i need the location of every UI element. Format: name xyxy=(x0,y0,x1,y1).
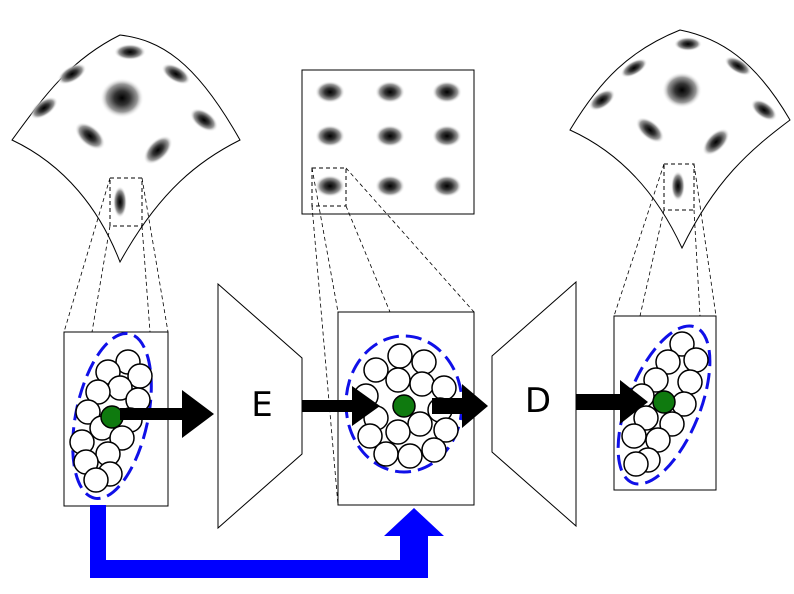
right-dome-manifold xyxy=(569,29,791,250)
encoder-label: E xyxy=(251,385,272,425)
left-zoom-lines xyxy=(63,177,169,333)
left-dome-manifold xyxy=(11,34,241,264)
arrow-input-to-encoder xyxy=(120,390,214,438)
decoder-label: D xyxy=(525,381,551,421)
arrow-decoder-to-output xyxy=(576,380,648,424)
center-zoom-lines xyxy=(311,167,475,506)
encoder-block: E xyxy=(217,282,303,530)
latent-center-point xyxy=(392,394,416,418)
flow-arrows xyxy=(120,380,648,438)
latent-grid-panel xyxy=(301,69,475,215)
arrow-latent-to-decoder xyxy=(432,384,488,428)
right-zoom-lines xyxy=(613,163,717,317)
input-center-point xyxy=(100,405,124,429)
output-center-point xyxy=(652,390,676,414)
decoder-block: D xyxy=(491,280,577,528)
skip-connection-arrow xyxy=(90,505,444,578)
arrow-encoder-to-latent xyxy=(302,386,380,426)
